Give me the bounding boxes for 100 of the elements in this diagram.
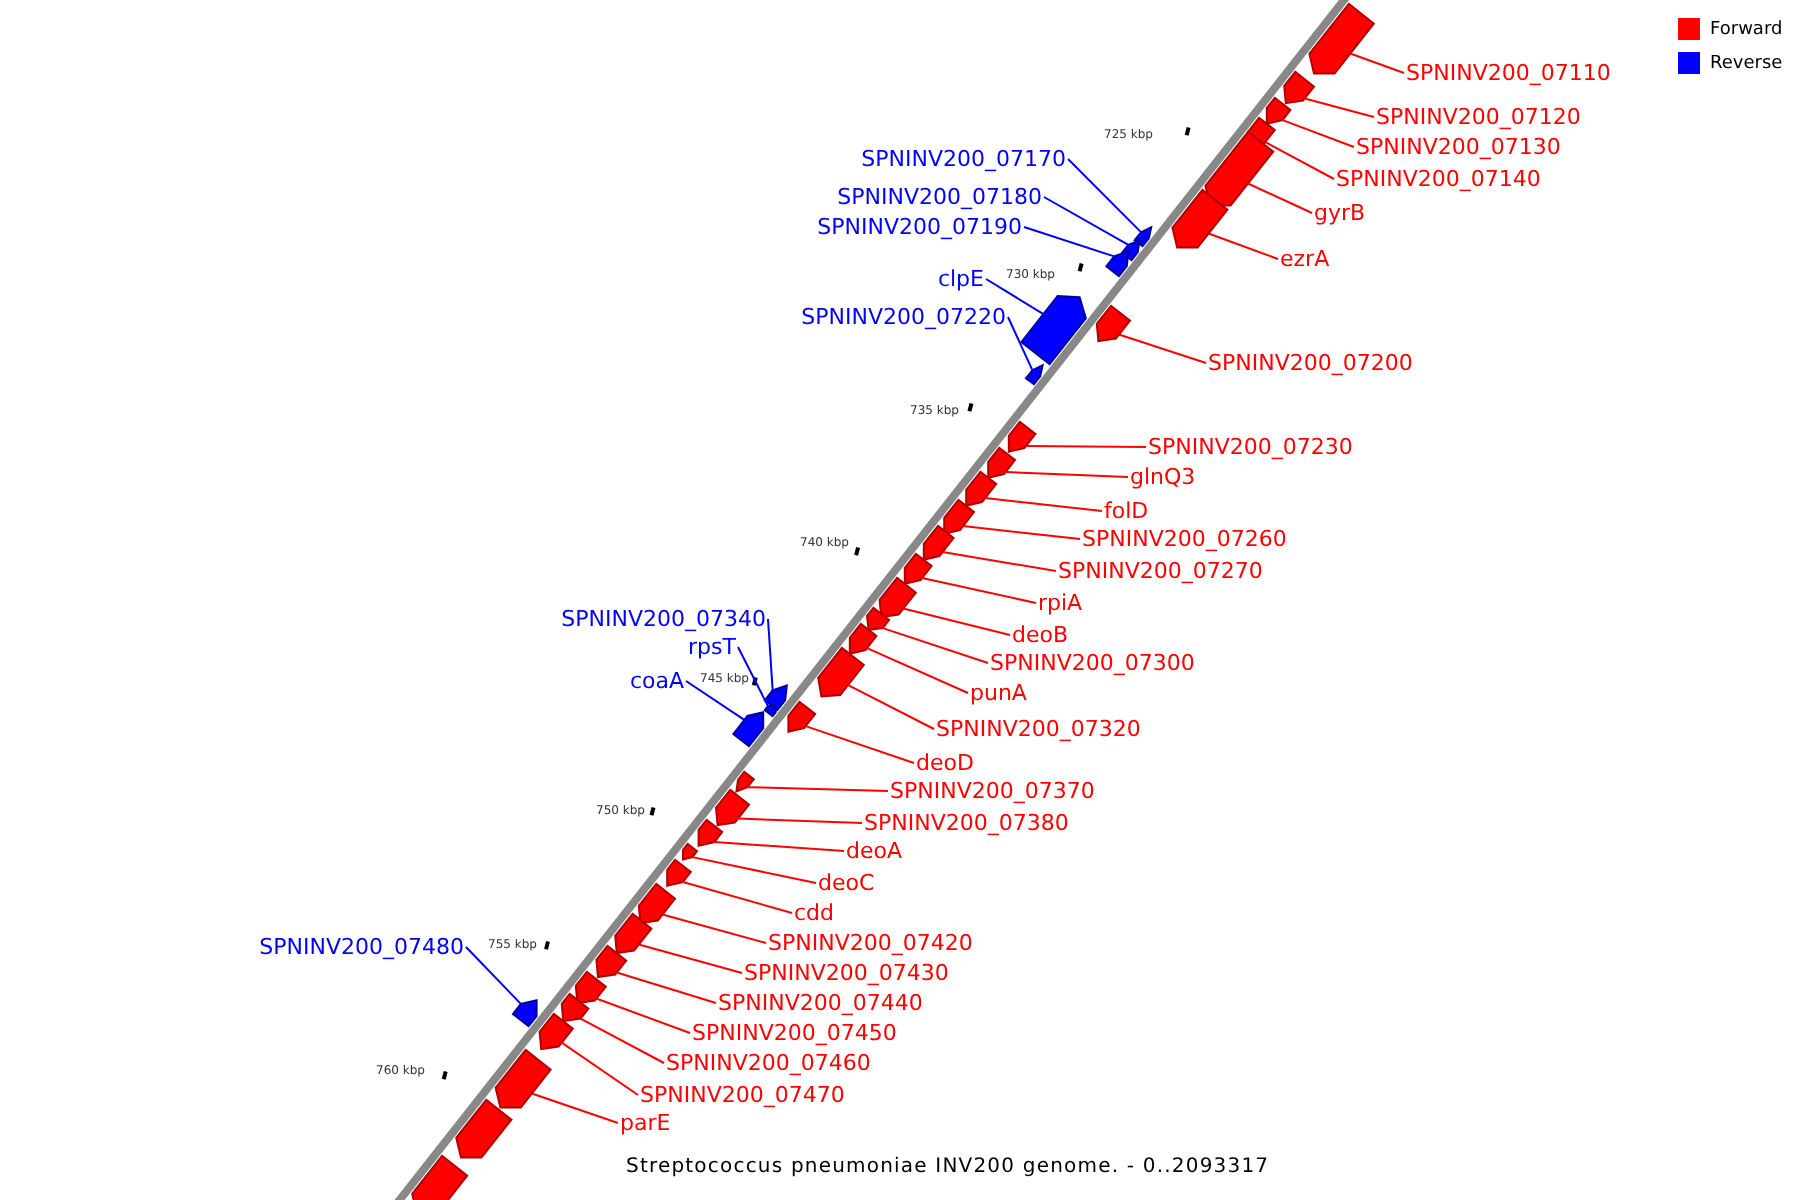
gene-block bbox=[697, 818, 724, 848]
gene-block bbox=[1265, 96, 1292, 126]
leader-line bbox=[985, 278, 1045, 316]
gene-label: folD bbox=[1104, 498, 1149, 524]
leader-line bbox=[941, 551, 1057, 572]
gene-label: SPNINV200_07220 bbox=[801, 304, 1006, 330]
gene-label: SPNINV200_07480 bbox=[259, 934, 464, 960]
leader-line bbox=[637, 943, 743, 974]
leader-line bbox=[866, 647, 969, 694]
gene-block bbox=[1133, 225, 1153, 248]
gene-block bbox=[682, 842, 699, 861]
leader-line bbox=[579, 1017, 665, 1064]
gene-label: SPNINV200_07270 bbox=[1058, 558, 1263, 584]
gene-block bbox=[848, 622, 878, 656]
gene-label: SPNINV200_07170 bbox=[861, 146, 1066, 172]
gene-block bbox=[732, 710, 765, 748]
gene-label: SPNINV200_07320 bbox=[936, 716, 1141, 742]
leader-line bbox=[615, 971, 717, 1004]
leader-line bbox=[1023, 226, 1116, 258]
gene-label: SPNINV200_07140 bbox=[1336, 166, 1541, 192]
leader-line bbox=[746, 786, 889, 792]
leader-line bbox=[595, 997, 691, 1034]
gene-block bbox=[735, 770, 756, 793]
gene-block bbox=[560, 992, 590, 1023]
gene-block bbox=[637, 882, 677, 925]
gene-label: SPNINV200_07110 bbox=[1406, 60, 1611, 86]
leader-line bbox=[661, 913, 767, 944]
leader-line bbox=[1281, 119, 1355, 148]
leader-line bbox=[737, 646, 769, 708]
leader-line bbox=[685, 680, 746, 721]
gene-block bbox=[538, 1012, 575, 1051]
leader-line bbox=[902, 607, 1011, 636]
leader-line bbox=[1264, 141, 1335, 180]
leader-line bbox=[1004, 471, 1129, 478]
gene-label: deoA bbox=[846, 838, 903, 864]
leader-line bbox=[736, 817, 863, 824]
gene-block bbox=[1171, 188, 1229, 249]
gene-label: rpsT bbox=[688, 634, 736, 660]
gene-block bbox=[903, 552, 933, 586]
gene-label: SPNINV200_07380 bbox=[864, 810, 1069, 836]
gene-label: deoB bbox=[1012, 622, 1069, 648]
leader-line bbox=[847, 684, 935, 730]
gene-label: cdd bbox=[794, 900, 835, 926]
caption: Streptococcus pneumoniae INV200 genome. - 0..2093317 bbox=[626, 1156, 1270, 1178]
gene-block bbox=[987, 446, 1017, 480]
legend-label: Reverse bbox=[1710, 52, 1783, 76]
gene-label: SPNINV200_07440 bbox=[718, 990, 923, 1016]
gene-label: rpiA bbox=[1038, 590, 1083, 616]
gene-label: SPNINV200_07450 bbox=[692, 1020, 897, 1046]
gene-label: SPNINV200_07180 bbox=[837, 184, 1042, 210]
gene-block bbox=[865, 606, 891, 631]
gene-block bbox=[965, 470, 998, 508]
leader-line bbox=[881, 627, 989, 664]
leader-line bbox=[1246, 182, 1313, 214]
gene-label: gyrB bbox=[1314, 200, 1366, 226]
gene-label: parE bbox=[620, 1110, 671, 1136]
gene-label: deoC bbox=[818, 870, 875, 896]
gene-block bbox=[411, 1154, 469, 1200]
gene-block bbox=[1283, 70, 1316, 105]
gene-label: SPNINV200_07260 bbox=[1082, 526, 1287, 552]
leader-line bbox=[921, 577, 1037, 604]
gene-block bbox=[1095, 304, 1132, 343]
leader-line bbox=[804, 725, 915, 764]
leader-line bbox=[713, 841, 845, 852]
gene-label: SPNINV200_07120 bbox=[1376, 104, 1581, 130]
gene-label: SPNINV200_07470 bbox=[640, 1082, 845, 1108]
gene-label: coaA bbox=[629, 668, 684, 694]
gene-block bbox=[494, 1048, 552, 1109]
gene-block bbox=[1020, 294, 1087, 366]
leader-line bbox=[1025, 445, 1147, 448]
leader-line bbox=[962, 525, 1081, 540]
gene-block bbox=[787, 700, 817, 734]
gene-label: glnQ3 bbox=[1130, 464, 1196, 490]
gene-block bbox=[1007, 420, 1037, 454]
gene-block bbox=[1204, 130, 1275, 207]
gene-block bbox=[595, 944, 628, 979]
gene-block bbox=[666, 858, 693, 888]
gene-block bbox=[817, 646, 866, 698]
gene-block bbox=[1105, 249, 1130, 278]
leader-line bbox=[691, 856, 817, 884]
leader-line bbox=[1043, 196, 1130, 246]
gene-label: punA bbox=[970, 680, 1027, 706]
gene-label: SPNINV200_07130 bbox=[1356, 134, 1561, 160]
leader-line bbox=[1007, 316, 1034, 372]
gene-label: deoD bbox=[916, 750, 974, 776]
leader-line bbox=[560, 1041, 639, 1096]
leader-line bbox=[1207, 232, 1279, 260]
gene-block bbox=[922, 524, 955, 562]
gene-block bbox=[943, 498, 976, 536]
leader-line bbox=[530, 1092, 619, 1124]
gene-block bbox=[1308, 2, 1376, 75]
gene-block bbox=[455, 1098, 513, 1159]
gene-block bbox=[511, 998, 538, 1028]
gene-block bbox=[878, 576, 918, 619]
leader-line bbox=[681, 881, 793, 914]
legend-label: Forward bbox=[1710, 18, 1783, 42]
leader-line bbox=[465, 946, 522, 1005]
gene-label: SPNINV200_07420 bbox=[768, 930, 973, 956]
leader-line bbox=[1067, 158, 1142, 234]
gene-block bbox=[763, 704, 777, 718]
